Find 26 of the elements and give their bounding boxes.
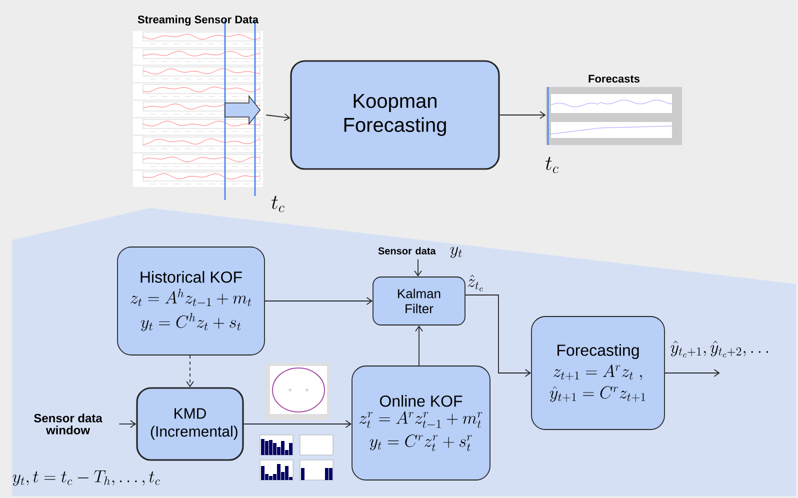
equation-box: Forecasting $z_{t+1} = A^r z_t\ ,$ $\hat{y}_{t+1} = C^r z_{t+1}$ — [531, 316, 665, 430]
arrow — [118, 420, 136, 428]
chart-title: Streaming Sensor Data — [138, 15, 259, 26]
arrow — [414, 258, 422, 277]
arrow — [264, 297, 373, 305]
equation-box: Historical KOF $z_t = A^h z_{t-1} + m_t$ $y_t = C^h z_t + s_t$ — [117, 246, 265, 356]
arrow — [499, 111, 546, 119]
process-box: Koopman Forecasting — [290, 60, 500, 170]
input-label: Sensor data window — [34, 414, 102, 434]
edge-label: $\hat{y}_{t_c+1}, \hat{y}_{t_c+2}, \ldots$ — [669, 340, 771, 358]
arrow — [664, 369, 720, 377]
arrow — [415, 325, 423, 366]
edge-label: $\hat{z}_{t_c}$ — [466, 274, 485, 292]
arrow — [186, 355, 194, 388]
window-formula: $y_t, t = t_c - T_h, \ldots, t_c$ — [12, 470, 160, 486]
arrow — [465, 294, 532, 377]
arrow — [266, 113, 290, 122]
equation-box: Online KOF $z^r_t = A^r z^r_{t-1} + m^r_t$ $y_t = C^r z^r_t + s^r_t$ — [352, 366, 490, 480]
time-label: $t_c$ — [272, 196, 284, 212]
chart-title: Forecasts — [588, 74, 640, 83]
chart-picture-drawing — [546, 87, 682, 145]
arrow — [243, 420, 352, 428]
input-label: Sensor data $y_t$ — [378, 246, 462, 258]
process-box: Kalman Filter — [372, 276, 466, 326]
process-box: KMD (Incremental) — [136, 387, 244, 461]
time-label: $t_c$ — [546, 156, 558, 174]
